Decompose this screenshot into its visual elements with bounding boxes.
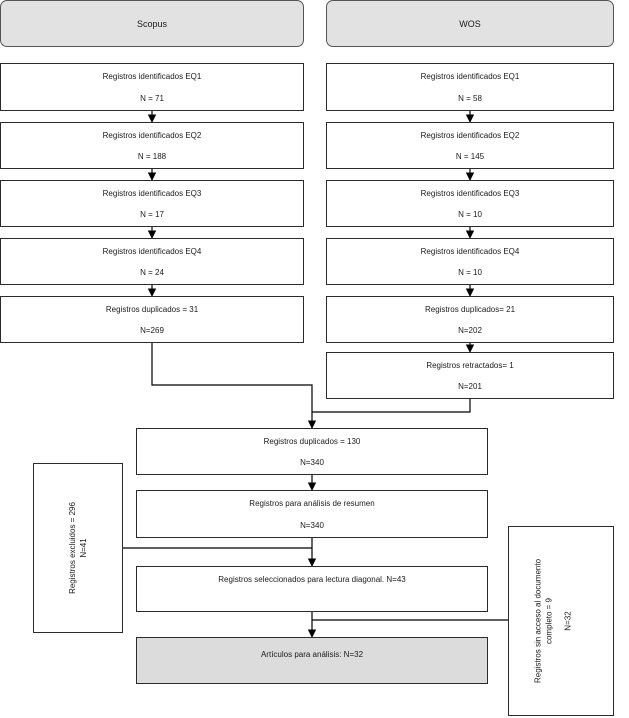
scopus-eq4-value: N = 24 <box>140 268 164 277</box>
scopus-duplicates-value: N=269 <box>140 326 164 335</box>
scopus-eq4-box: Registros identificados EQ4 N = 24 <box>0 238 304 285</box>
no-access-box: Registros sin acceso al documento comple… <box>508 526 614 716</box>
wos-eq2-box: Registros identificados EQ2 N = 145 <box>326 122 614 169</box>
connector-wos-merge <box>312 399 471 413</box>
wos-eq2-label: Registros identificados EQ2 <box>420 131 520 140</box>
excluded-n: N=41 <box>79 538 88 558</box>
scopus-eq1-label: Registros identificados EQ1 <box>102 72 202 81</box>
merged-duplicates-box: Registros duplicados = 130 N=340 <box>136 428 488 475</box>
no-access-n: N=32 <box>563 611 573 631</box>
wos-retracted-label: Registros retractados= 1 <box>426 361 514 370</box>
excluded-box: Registros excluidos = 296 N=41 <box>33 463 123 633</box>
wos-header: WOS <box>326 0 614 47</box>
merged-duplicates-value: N=340 <box>300 458 324 467</box>
scopus-header: Scopus <box>0 0 304 47</box>
wos-retracted-box: Registros retractados= 1 N=201 <box>326 352 614 399</box>
final-articles-label: Artículos para análisis: N=32 <box>260 650 364 659</box>
scopus-eq1-value: N = 71 <box>140 94 164 103</box>
diagonal-reading-label: Registros seleccionados para lectura dia… <box>218 574 406 584</box>
scopus-eq3-value: N = 17 <box>140 210 164 219</box>
wos-eq4-label: Registros identificados EQ4 <box>420 247 520 256</box>
scopus-eq2-box: Registros identificados EQ2 N = 188 <box>0 122 304 169</box>
wos-eq2-value: N = 145 <box>455 152 485 161</box>
scopus-header-label: Scopus <box>136 18 168 29</box>
excluded-count: Registros excluidos = 296 <box>68 502 77 594</box>
scopus-eq1-box: Registros identificados EQ1 N = 71 <box>0 63 304 111</box>
scopus-eq3-label: Registros identificados EQ3 <box>102 189 202 198</box>
wos-eq4-box: Registros identificados EQ4 N = 10 <box>326 238 614 285</box>
wos-eq3-box: Registros identificados EQ3 N = 10 <box>326 180 614 227</box>
scopus-eq2-value: N = 188 <box>137 152 167 161</box>
no-access-text: Registros sin acceso al documento comple… <box>533 559 574 683</box>
wos-duplicates-box: Registros duplicados= 21 N=202 <box>326 296 614 343</box>
wos-duplicates-label: Registros duplicados= 21 <box>424 305 516 314</box>
merged-duplicates-label: Registros duplicados = 130 <box>263 437 361 446</box>
excluded-text: Registros excluidos = 296 N=41 <box>67 502 89 594</box>
abstract-analysis-value: N=340 <box>300 521 324 530</box>
scopus-duplicates-label: Registros duplicados = 31 <box>105 305 199 314</box>
abstract-analysis-box: Registros para análisis de resumen N=340 <box>136 490 488 538</box>
scopus-duplicates-box: Registros duplicados = 31 N=269 <box>0 296 304 343</box>
final-articles-box: Artículos para análisis: N=32 <box>136 637 488 684</box>
wos-eq1-value: N = 58 <box>458 94 482 103</box>
scopus-eq3-box: Registros identificados EQ3 N = 17 <box>0 180 304 227</box>
wos-duplicates-value: N=202 <box>458 326 482 335</box>
wos-eq4-value: N = 10 <box>458 268 482 277</box>
scopus-eq4-label: Registros identificados EQ4 <box>102 247 202 256</box>
wos-eq3-label: Registros identificados EQ3 <box>420 189 520 198</box>
abstract-analysis-label: Registros para análisis de resumen <box>249 499 375 508</box>
diagonal-reading-box: Registros seleccionados para lectura dia… <box>136 566 488 612</box>
wos-retracted-value: N=201 <box>458 382 482 391</box>
no-access-line1: Registros sin acceso al documento <box>533 558 543 684</box>
wos-eq1-label: Registros identificados EQ1 <box>420 72 520 81</box>
wos-eq1-box: Registros identificados EQ1 N = 58 <box>326 63 614 111</box>
wos-header-label: WOS <box>459 18 481 29</box>
scopus-eq2-label: Registros identificados EQ2 <box>102 131 202 140</box>
connector-scopus-merge <box>151 343 317 429</box>
wos-eq3-value: N = 10 <box>458 210 482 219</box>
no-access-line2: completo = 9 <box>544 597 554 645</box>
